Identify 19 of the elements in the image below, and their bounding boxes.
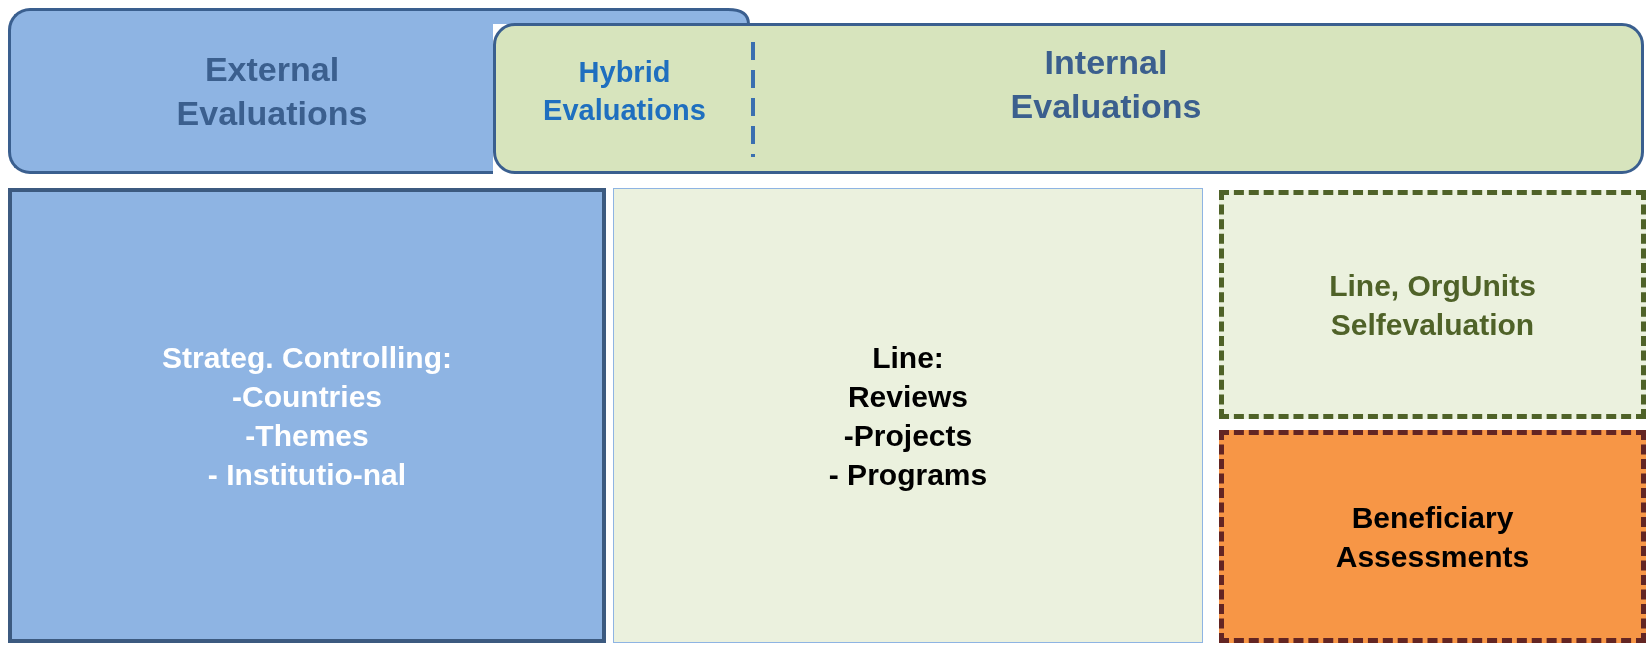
node-label: Beneficiary Assessments [1334,499,1531,575]
list-item: Reviews [847,378,969,415]
list-item: - Institutio-nal [207,456,407,493]
list-item: -Countries [232,378,382,415]
list-item: -Themes [245,417,369,454]
node-label: External Evaluations [175,48,369,134]
node-label: Strateg. Controlling: [162,339,452,376]
node-label: Hybrid Evaluations [542,55,707,128]
evaluation-box [8,188,606,643]
evaluation-box [1219,190,1646,419]
list-item: - Programs [828,456,988,493]
evaluation-box [613,188,1203,643]
node-label: Line: [872,339,944,376]
category-box [493,23,1644,174]
category-box [8,8,493,174]
evaluation-box [1219,430,1646,643]
node-label: Line, OrgUnits Selfevaluation [1328,267,1537,343]
list-item: -Projects [843,417,973,454]
node-label: Internal Evaluations [1009,42,1203,128]
